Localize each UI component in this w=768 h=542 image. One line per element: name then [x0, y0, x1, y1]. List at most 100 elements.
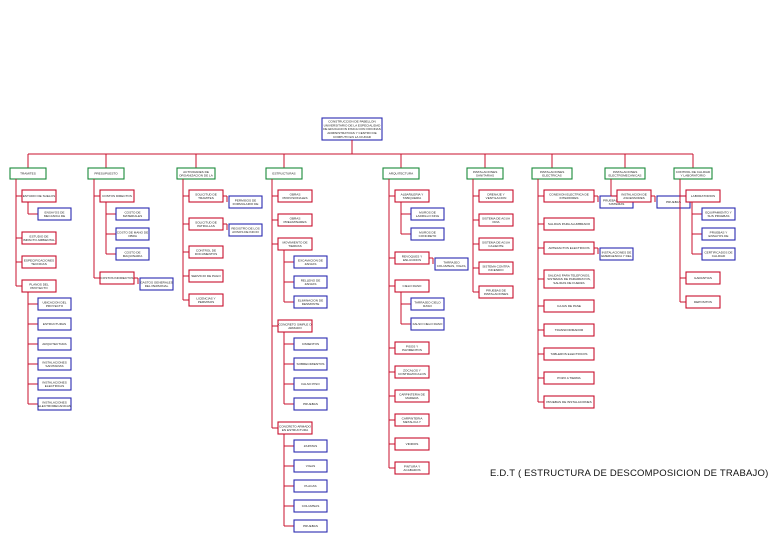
wbs-child-6-2-0-frame — [599, 247, 634, 261]
wbs-child-3-4-3-label: COLUMNAS — [302, 504, 320, 508]
wbs-child-0-3-1-label: ESTRUCTURAS — [43, 322, 66, 326]
wbs-item-0-1-label: ESTUDIO DE — [30, 234, 49, 238]
wbs-child-3-4-1-label: VIGAS — [306, 464, 315, 468]
wbs-item-2-2-label: CONTROL DE — [196, 248, 216, 252]
wbs-item-1-1-label: COSTOS INDIRECTOS — [101, 276, 134, 280]
wbs-item-8-1-label: GARANTIAS — [694, 276, 712, 280]
wbs-child-7-0-0-label: PRUEBAS — [666, 200, 681, 204]
wbs-child-3-4-1: VIGAS — [293, 459, 328, 473]
wbs-item-4-6-label: CARPINTERIA — [402, 416, 424, 420]
wbs-child-0-3-5-label: INSTALACIONES — [42, 400, 67, 404]
wbs-item-7-0-label: INSTALACION DE — [621, 192, 647, 196]
wbs-child-2-0-0-frame — [228, 195, 263, 209]
wbs-child-4-0-0-label: MUROS DE — [419, 210, 436, 214]
wbs-child-1-0-1-label: COSTO DE MANO DE — [117, 230, 148, 234]
wbs-item-4-8-label: ACABADOS — [403, 468, 420, 472]
wbs-item-5-1-label: FRIA — [492, 220, 500, 224]
wbs-child-0-3-3-frame — [37, 357, 72, 371]
wbs-item-3-2-frame — [277, 237, 313, 251]
wbs-child-3-4-4-frame — [293, 519, 328, 533]
wbs-item-8-1: GARANTIAS — [685, 271, 721, 285]
wbs-item-4-7-label: VIDRIOS — [406, 442, 419, 446]
wbs-child-3-3-1-frame — [293, 357, 328, 371]
wbs-item-5-3-label: SISTEMA CONTRA — [482, 264, 510, 268]
wbs-child-4-2-1-label: FALSO CIELO RASO — [413, 322, 443, 326]
wbs-item-6-4: CAJAS DE PASE — [543, 299, 595, 313]
wbs-root-node-label: UNIVERSITARIO DE LA ESPECIALIDAD — [324, 123, 382, 127]
wbs-item-0-2-label: TECNICAS — [31, 262, 47, 266]
wbs-child-8-0-0-frame — [701, 207, 736, 221]
wbs-child-1-0-2-frame — [115, 247, 150, 261]
wbs-item-6-0-label: INTERIORES — [560, 196, 579, 200]
wbs-item-3-3-label: CONCRETO SIMPLE O — [278, 322, 312, 326]
wbs-item-2-4-label: PERMISOS — [198, 300, 214, 304]
wbs-item-6-3-label: SISTEMAS DE PARARRAYOS, — [547, 277, 591, 281]
wbs-child-2-0-0-label: PERMISOS DE — [235, 198, 257, 202]
wbs-child-1-0-1-label: OBRA — [128, 234, 138, 238]
wbs-child-3-2-1-frame — [293, 275, 328, 289]
wbs-child-0-3-4-label: ELECTRICAS — [45, 384, 64, 388]
wbs-item-5-0-frame — [478, 189, 514, 203]
wbs-item-5-4-frame — [478, 285, 514, 299]
wbs-item-8-2: DEPOSITOS — [685, 295, 721, 309]
wbs-item-3-3-frame — [277, 319, 313, 333]
wbs-item-4-1-label: ENLUCIDOS — [403, 258, 421, 262]
wbs-item-4-3-frame — [394, 341, 430, 355]
wbs-child-3-3-0-frame — [293, 337, 328, 351]
wbs-item-4-1-label: REVOQUES Y — [402, 254, 422, 258]
wbs-child-4-0-1-label: MUROS DE — [419, 230, 436, 234]
wbs-item-6-2: ARTEFACTOS ELECTRICOS — [543, 241, 595, 255]
wbs-item-0-0: ESTUDIO DE SUELOS — [21, 189, 57, 203]
wbs-child-0-0-0-frame — [37, 207, 72, 221]
wbs-item-6-7-label: POZO A TIERRA — [557, 376, 581, 380]
wbs-item-4-0-label: ALBAÑILERIA Y — [401, 191, 424, 196]
wbs-child-0-3-2: ARQUITECTURA — [37, 337, 72, 351]
wbs-child-0-3-3-label: INSTALACIONES — [42, 360, 67, 364]
wbs-item-4-3-label: PISOS Y — [406, 344, 418, 348]
wbs-child-3-2-1-label: ZANJAS — [305, 282, 317, 286]
wbs-item-2-0-label: SOLICITUD DE — [195, 192, 217, 196]
wbs-child-2-1-0-label: REGISTRO DE LOS — [231, 226, 259, 230]
wbs-root-node-label: ADMINISTRATIVAS Y CENTRO DE — [327, 131, 376, 135]
wbs-child-8-0-0-label: EQUIPAMIENTO Y — [705, 210, 731, 214]
wbs-root-node-label: CONSTRUCCION DE PABELLON — [328, 120, 375, 124]
wbs-item-8-0-label: LABORATORIOS — [691, 194, 715, 198]
wbs-child-3-2-2-frame — [293, 295, 328, 309]
wbs-item-5-1-frame — [478, 213, 514, 227]
wbs-branch-8-label: Y LABORATORIO — [681, 174, 707, 178]
wbs-item-5-0-label: DRENAJE Y — [487, 192, 504, 196]
wbs-item-6-5-label: TRANSFORMADOR — [555, 328, 584, 332]
wbs-child-3-4-2-frame — [293, 479, 328, 493]
wbs-branch-7-label: ELECTROMECANICAS — [608, 174, 641, 178]
wbs-item-6-6-frame — [543, 347, 595, 361]
wbs-child-4-0-1-frame — [410, 227, 445, 241]
wbs-item-3-4-label: EN ESTRUCTURA — [282, 428, 309, 432]
wbs-item-6-1-frame — [543, 217, 595, 231]
wbs-item-0-2-label: ESPECIFICACIONES — [24, 258, 54, 262]
wbs-branch-6-label: ELECTRICAS — [542, 174, 561, 178]
wbs-child-3-3-2: FALSO PISO — [293, 377, 328, 391]
wbs-child-0-3-0-label: UBICACION DEL — [42, 300, 66, 304]
wbs-branch-4-frame — [382, 167, 420, 180]
wbs-child-4-2-0-label: RASO — [423, 304, 432, 308]
wbs-child-0-3-0-label: PROYECTO — [46, 304, 64, 308]
wbs-item-4-4-label: ZOCALOS Y — [403, 368, 421, 372]
wbs-branch-0-label: TRAMITES — [20, 172, 36, 176]
